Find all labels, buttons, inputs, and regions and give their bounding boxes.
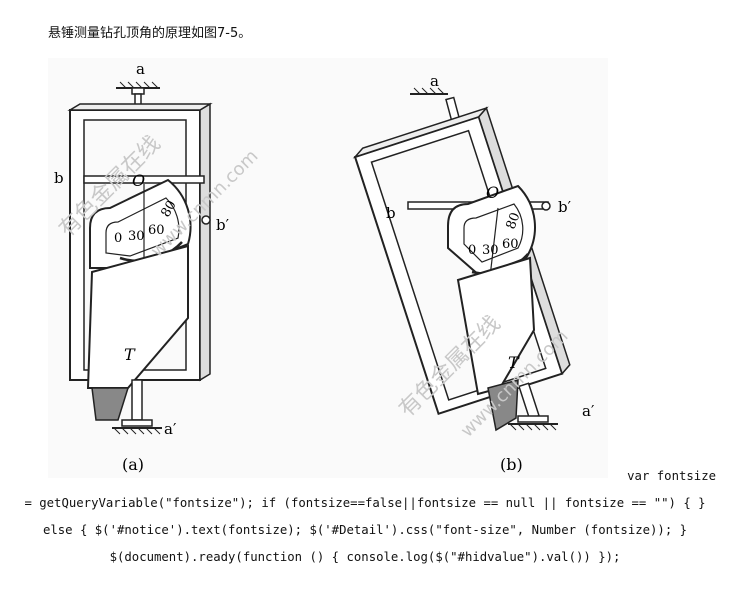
- leaked-script-first-line: var fontsize: [627, 469, 716, 483]
- panel-a-scale-60: 60: [148, 223, 165, 238]
- leaked-script-text: var fontsize = getQueryVariable("fontsiz…: [14, 463, 716, 571]
- panel-a-label-b-prime: b′: [216, 216, 230, 234]
- panel-b-label-t: T: [508, 353, 520, 372]
- panel-b-caption: (b): [500, 455, 523, 474]
- panel-b-label-bottom: a′: [582, 402, 595, 420]
- panel-a-protractor: [89, 178, 192, 270]
- panel-b-label-top: a: [430, 72, 439, 90]
- panel-a-rod: [83, 175, 211, 225]
- panel-b-scale-80: 80: [504, 211, 524, 232]
- panel-b-scale-60: 60: [502, 237, 519, 252]
- panel-b-label-o: O: [486, 183, 499, 202]
- panel-b-weight: [456, 256, 536, 432]
- panel-b-scale-0: 0: [468, 243, 476, 258]
- panel-b: a b b′ O T a′ 0 30 60 80 (b): [352, 72, 595, 474]
- panel-a-label-bottom: a′: [164, 420, 177, 438]
- panel-b-protractor: [447, 184, 536, 295]
- panel-b-label-b-prime: b′: [558, 198, 572, 216]
- panel-a-top-mount: [116, 81, 160, 113]
- panel-a: a b b′ O T a′ 0 30 60 80 (a): [54, 60, 230, 474]
- panel-b-scale-30: 30: [482, 243, 499, 258]
- panel-a-label-t: T: [124, 345, 136, 364]
- panel-a-scale-30: 30: [128, 229, 145, 244]
- figure-7-5: a b b′ O T a′ 0 30 60 80 (a): [48, 58, 608, 478]
- panel-a-bottom-mount: [112, 379, 162, 435]
- panel-a-scale-0: 0: [114, 231, 122, 246]
- panel-a-label-top: a: [136, 60, 145, 78]
- panel-a-scale-80: 80: [158, 198, 179, 220]
- panel-a-caption: (a): [122, 455, 144, 474]
- panel-a-label-o: O: [132, 171, 145, 190]
- leaked-script-body: = getQueryVariable("fontsize"); if (font…: [24, 496, 706, 564]
- caption: 悬锤测量钻孔顶角的原理如图7-5。: [48, 26, 252, 41]
- panel-b-label-b: b: [386, 204, 396, 222]
- panel-a-weight: [86, 244, 189, 421]
- panel-b-bottom-mount: [508, 382, 558, 431]
- panel-a-label-b: b: [54, 169, 64, 187]
